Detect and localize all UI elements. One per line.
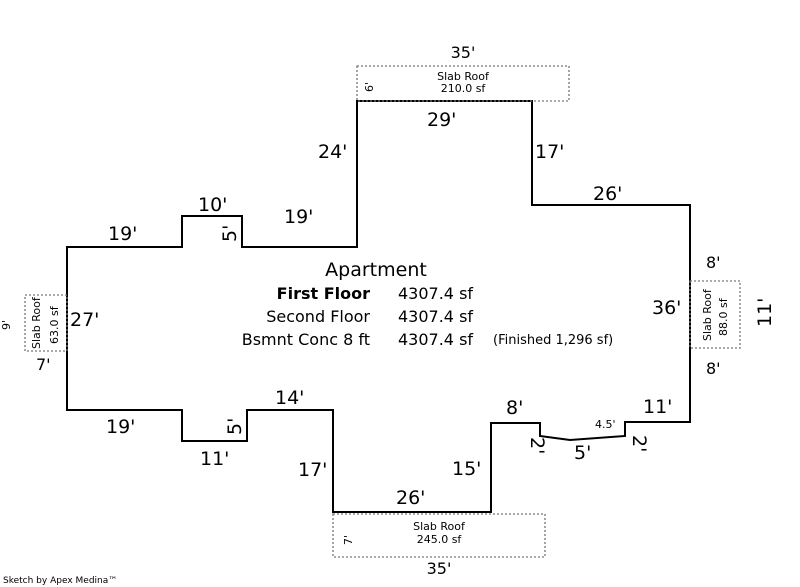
dim-17-bottom: 17' — [298, 459, 327, 481]
slab-bottom-name: Slab Roof — [413, 520, 466, 533]
dim-29: 29' — [427, 109, 456, 131]
dim-4-5: 4.5' — [595, 418, 616, 431]
area-value-basement: 4307.4 sf — [398, 330, 473, 349]
dim-11-right: 11' — [643, 396, 672, 418]
dim-27: 27' — [70, 309, 99, 331]
dim-5-bottom: 5' — [224, 418, 246, 435]
dim-2-left: 2' — [526, 437, 548, 454]
area-label-basement: Bsmnt Conc 8 ft — [242, 330, 370, 349]
slab-right-depth-bottom: 8' — [706, 359, 721, 378]
slab-top-name: Slab Roof — [437, 70, 490, 83]
area-value-second-floor: 4307.4 sf — [398, 307, 473, 326]
slab-left-depth: 7' — [36, 355, 51, 374]
slab-roof-top — [356, 65, 570, 102]
dim-19-topmid: 19' — [284, 206, 313, 228]
slab-left-area: 63.0 sf — [48, 305, 61, 344]
dim-5-top: 5' — [219, 225, 241, 242]
slab-top-width: 35' — [451, 43, 476, 62]
slab-right-depth-top: 8' — [706, 253, 721, 272]
dim-19-topleft: 19' — [108, 223, 137, 245]
dim-17-top: 17' — [535, 141, 564, 163]
footer-credit: Sketch by Apex Medina™ — [3, 576, 117, 586]
slab-bottom-area: 245.0 sf — [417, 533, 463, 546]
area-label-second-floor: Second Floor — [266, 307, 370, 326]
slab-top-depth: 6' — [363, 82, 376, 92]
slab-right-width: 11' — [754, 298, 776, 327]
slab-right-name: Slab Roof — [701, 288, 714, 341]
slab-bottom-depth: 7' — [342, 535, 355, 545]
dim-24: 24' — [318, 141, 347, 163]
apartment-outline — [66, 100, 691, 513]
dim-36: 36' — [652, 297, 681, 319]
dim-26-bottom: 26' — [396, 487, 425, 509]
slab-roof-right — [689, 280, 741, 349]
dim-8: 8' — [506, 397, 523, 419]
area-value-first-floor: 4307.4 sf — [398, 284, 473, 303]
dim-5-curve: 5' — [574, 442, 591, 464]
slab-bottom-width: 35' — [427, 559, 452, 578]
slab-left-name: Slab Roof — [30, 296, 43, 349]
slab-left-width: 9' — [0, 320, 13, 330]
dim-2-right: 2' — [628, 435, 650, 452]
slab-roof-left — [24, 294, 68, 352]
area-label-first-floor: First Floor — [277, 284, 370, 303]
dim-14: 14' — [275, 387, 304, 409]
basement-finished-note: (Finished 1,296 sf) — [493, 333, 613, 348]
dim-10: 10' — [198, 194, 227, 216]
dim-19-bottom: 19' — [106, 416, 135, 438]
slab-top-area: 210.0 sf — [441, 82, 487, 95]
dim-15: 15' — [452, 458, 481, 480]
slab-roof-bottom — [332, 513, 546, 558]
dim-26-top: 26' — [593, 183, 622, 205]
page-title: Apartment — [325, 259, 427, 281]
dim-11-bottom: 11' — [200, 448, 229, 470]
slab-right-area: 88.0 sf — [717, 297, 730, 336]
